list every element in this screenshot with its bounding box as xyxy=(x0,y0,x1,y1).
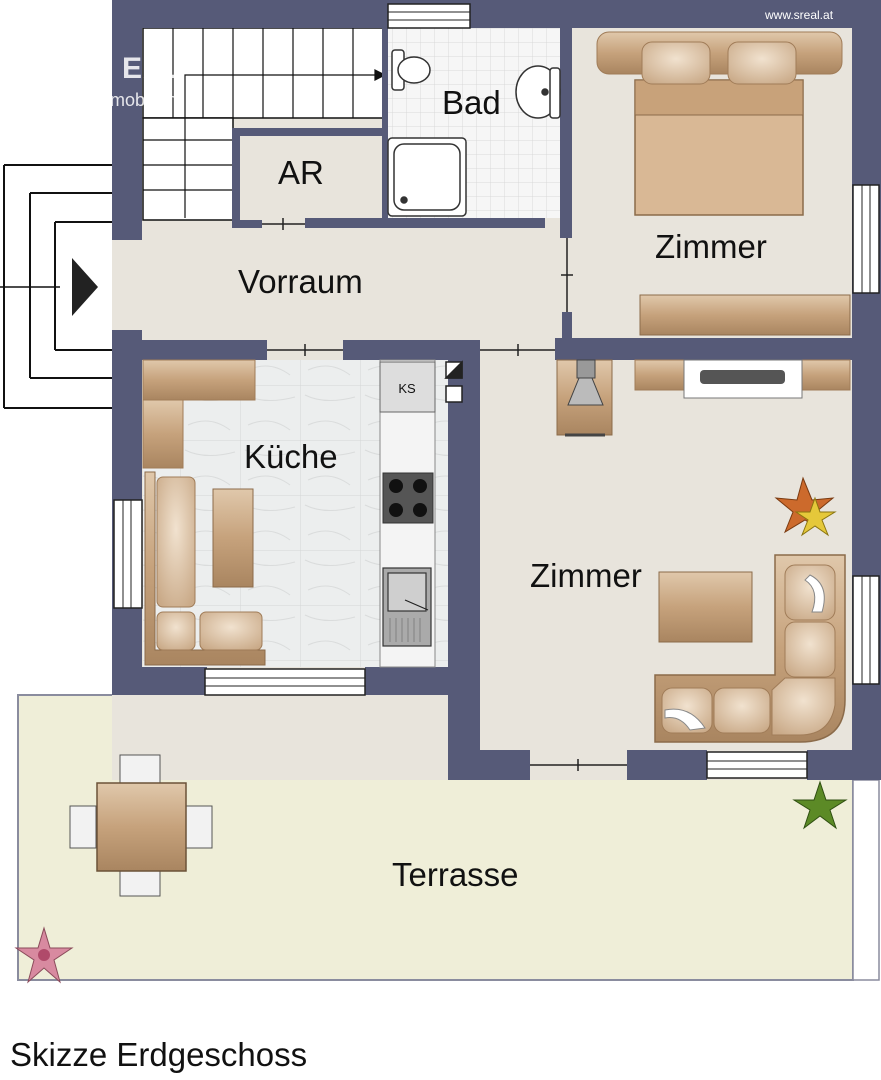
kitchen-sink-icon xyxy=(382,567,432,647)
bed xyxy=(596,31,843,216)
terrace-flower-icon xyxy=(14,926,74,984)
logo-brand: EAL xyxy=(122,52,185,85)
toilet-icon xyxy=(391,49,431,91)
plan-caption: Skizze Erdgeschoss xyxy=(10,1036,308,1073)
fridge-label: KS xyxy=(398,381,416,396)
sink-icon xyxy=(515,65,561,119)
terrace-table xyxy=(69,754,213,897)
terrace-plant-icon xyxy=(792,780,848,830)
fireplace-icon xyxy=(556,359,613,437)
door-markers xyxy=(262,218,627,771)
kitchen-bench xyxy=(144,471,266,666)
room-label-terrasse: Terrasse xyxy=(392,856,519,893)
room-label-bad: Bad xyxy=(442,84,501,121)
tv-sideboard xyxy=(634,359,851,399)
entrance-arrow-icon xyxy=(72,258,98,316)
room-label-vorraum: Vorraum xyxy=(238,263,363,300)
kitchen-table xyxy=(212,488,254,588)
entrance-steps xyxy=(0,164,112,409)
room-label-zimmer-living: Zimmer xyxy=(530,557,642,594)
fridge-icon: KS xyxy=(379,361,436,413)
logo-subtitle: mobilien xyxy=(110,90,178,110)
watermark-url: www.sreal.at xyxy=(765,8,834,22)
electric-meter-icon xyxy=(444,360,463,403)
room-label-ar: AR xyxy=(278,154,324,191)
room-label-zimmer-bedroom: Zimmer xyxy=(655,228,767,265)
windows xyxy=(113,3,880,779)
shower-icon xyxy=(387,137,467,217)
walls xyxy=(112,0,881,780)
coffee-table xyxy=(658,571,753,643)
room-label-kueche: Küche xyxy=(244,438,338,475)
bedroom-wardrobe xyxy=(639,294,851,336)
sofa xyxy=(654,554,846,743)
stove-icon xyxy=(382,472,434,524)
plant-icon xyxy=(774,476,837,537)
